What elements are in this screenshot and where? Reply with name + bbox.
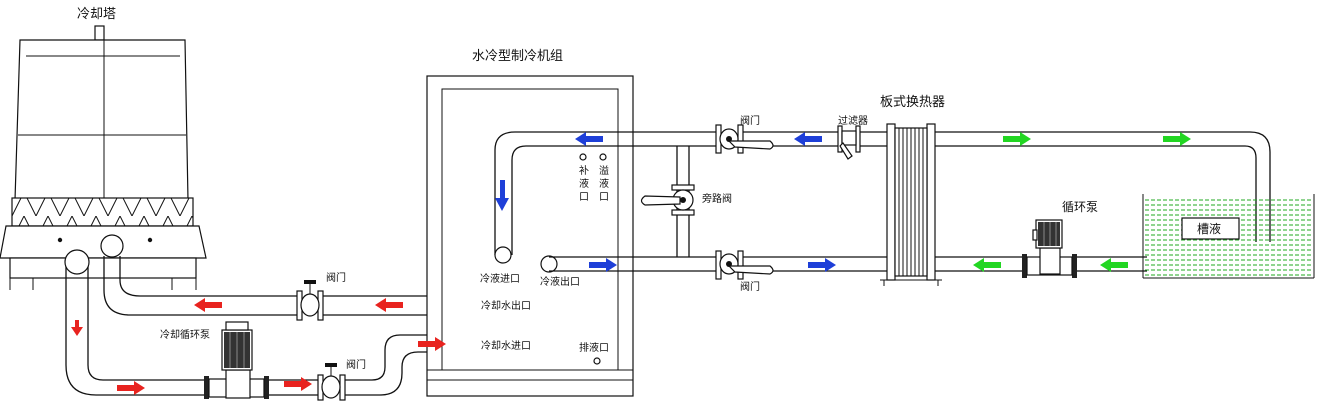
flow-arrow bbox=[71, 320, 83, 336]
valve-supply-label: 阀门 bbox=[346, 358, 366, 371]
flow-arrow bbox=[117, 381, 145, 395]
filter[interactable] bbox=[837, 125, 861, 160]
makeup-label-1: 补 bbox=[579, 164, 589, 177]
flow-arrow bbox=[589, 258, 617, 272]
filter-label: 过滤器 bbox=[838, 114, 868, 127]
flow-arrow bbox=[794, 132, 822, 146]
valve-top[interactable] bbox=[715, 124, 774, 154]
plate-hx-label: 板式换热器 bbox=[880, 95, 945, 110]
labels: 冷却塔 水冷型制冷机组 板式换热器 阀门 过滤器 旁路阀 阀门 循环泵 槽液 补… bbox=[77, 7, 1221, 371]
drain-label: 排液口 bbox=[579, 341, 609, 354]
overflow-label-2: 液 bbox=[599, 177, 609, 190]
liquid-tank bbox=[1142, 194, 1315, 279]
chiller-unit bbox=[426, 75, 634, 397]
circulation-pump[interactable] bbox=[1022, 219, 1077, 278]
flow-arrow bbox=[808, 258, 836, 272]
flow-arrow bbox=[418, 337, 446, 351]
cooling-pump-label: 冷却循环泵 bbox=[160, 328, 210, 341]
valve-top-label: 阀门 bbox=[740, 114, 760, 127]
tank-pipes bbox=[935, 131, 1271, 272]
flow-arrows bbox=[71, 132, 1191, 395]
bypass-valve[interactable] bbox=[640, 184, 695, 216]
makeup-label-3: 口 bbox=[579, 192, 589, 203]
plate-heat-exchanger bbox=[880, 123, 942, 286]
valve-supply[interactable] bbox=[317, 363, 346, 401]
flow-arrow bbox=[973, 258, 1001, 272]
flow-arrow bbox=[575, 132, 603, 146]
flow-arrow bbox=[1003, 132, 1031, 146]
tank-liquid-label: 槽液 bbox=[1197, 221, 1221, 236]
cw-in-label: 冷却水进口 bbox=[481, 339, 531, 352]
valve-return[interactable] bbox=[296, 280, 324, 321]
overflow-label-3: 口 bbox=[599, 192, 609, 203]
coolant-in-label: 冷液进口 bbox=[480, 272, 520, 285]
valve-bottom[interactable] bbox=[715, 250, 774, 280]
valve-return-label: 阀门 bbox=[326, 271, 346, 284]
flow-arrow bbox=[495, 180, 509, 211]
flow-arrow bbox=[194, 298, 222, 312]
flow-arrow bbox=[284, 377, 312, 391]
bypass-valve-label: 旁路阀 bbox=[702, 192, 732, 205]
valve-bottom-label: 阀门 bbox=[740, 280, 760, 293]
flow-arrow bbox=[1100, 258, 1128, 272]
overflow-label-1: 溢 bbox=[599, 164, 609, 177]
flow-arrow bbox=[1163, 132, 1191, 146]
makeup-label-2: 液 bbox=[579, 177, 589, 190]
flow-arrow bbox=[375, 298, 403, 312]
circ-pump-label: 循环泵 bbox=[1062, 200, 1098, 214]
cooling-tower bbox=[0, 25, 207, 290]
chiller-label: 水冷型制冷机组 bbox=[472, 49, 563, 64]
cooling-tower-label: 冷却塔 bbox=[77, 7, 116, 22]
tank-label-box bbox=[1181, 217, 1240, 240]
cw-out-label: 冷却水出口 bbox=[481, 299, 531, 312]
coolant-out-label: 冷液出口 bbox=[540, 275, 580, 288]
cooling-pump[interactable] bbox=[204, 321, 269, 399]
